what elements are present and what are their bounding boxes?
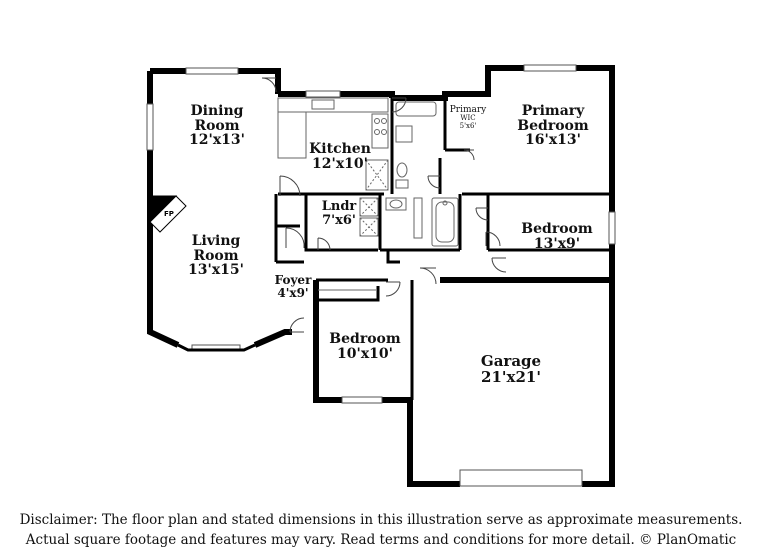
- door-swings: [261, 77, 507, 333]
- bedroom-east-name: Bedroom: [521, 221, 593, 237]
- room-label-kitchen: Kitchen 12'x10': [300, 142, 380, 171]
- laundry-fixtures: [359, 197, 379, 237]
- living-dims: 13'x15': [188, 262, 244, 279]
- foyer-name: Foyer: [274, 273, 312, 287]
- primary-bedroom-line2: Bedroom: [517, 117, 589, 134]
- primary-bedroom-line1: Primary: [521, 103, 585, 119]
- room-label-primary-wic: Primary WIC 5'x6': [446, 105, 490, 130]
- primary-bedroom-dims: 16'x13': [525, 132, 581, 149]
- laundry-name: Lndr: [321, 199, 357, 214]
- room-label-garage: Garage 21'x21': [466, 352, 556, 386]
- room-label-laundry: Lndr 7'x6': [314, 200, 364, 227]
- fireplace: [149, 195, 187, 233]
- windows: [146, 64, 616, 487]
- kitchen-fixtures: [277, 97, 389, 191]
- dining-name-line1: Dining: [190, 103, 244, 119]
- bath-fixtures: [385, 101, 459, 247]
- primary-wic-dims: 5'x6': [459, 121, 477, 130]
- disclaimer-line2: Actual square footage and features may v…: [25, 532, 737, 548]
- kitchen-dims: 12'x10': [312, 155, 368, 172]
- dining-name-line2: Room: [194, 117, 240, 134]
- room-label-bedroom-east: Bedroom 13'x9': [512, 222, 602, 251]
- bedroom-front-name: Bedroom: [329, 331, 401, 347]
- dining-dims: 12'x13': [189, 132, 245, 149]
- garage-name: Garage: [480, 352, 542, 370]
- room-label-bedroom-front: Bedroom 10'x10': [322, 332, 408, 361]
- room-label-foyer: Foyer 4'x9': [268, 274, 318, 299]
- interior-walls: [274, 94, 612, 400]
- primary-wic-line2: WIC: [460, 114, 476, 123]
- living-line2: Room: [193, 247, 239, 264]
- room-label-living: Living Room 13'x15': [180, 234, 252, 278]
- exterior-walls: [147, 65, 615, 487]
- primary-wic-line1: Primary: [449, 105, 487, 115]
- bedroom-east-dims: 13'x9': [533, 235, 581, 252]
- bedroom-front-dims: 10'x10': [337, 345, 393, 362]
- bay-window: [177, 343, 256, 352]
- foyer-dims: 4'x9': [277, 285, 309, 300]
- room-label-dining: Dining Room 12'x13': [182, 104, 252, 148]
- disclaimer-line1: Disclaimer: The floor plan and stated di…: [19, 512, 743, 528]
- kitchen-name: Kitchen: [309, 141, 371, 157]
- laundry-dims: 7'x6': [322, 212, 356, 228]
- garage-dims: 21'x21': [481, 367, 541, 386]
- disclaimer: Disclaimer: The floor plan and stated di…: [0, 510, 762, 550]
- room-label-primary-bedroom: Primary Bedroom 16'x13': [508, 104, 598, 148]
- living-line1: Living: [191, 233, 241, 249]
- fireplace-label: FP: [164, 210, 174, 218]
